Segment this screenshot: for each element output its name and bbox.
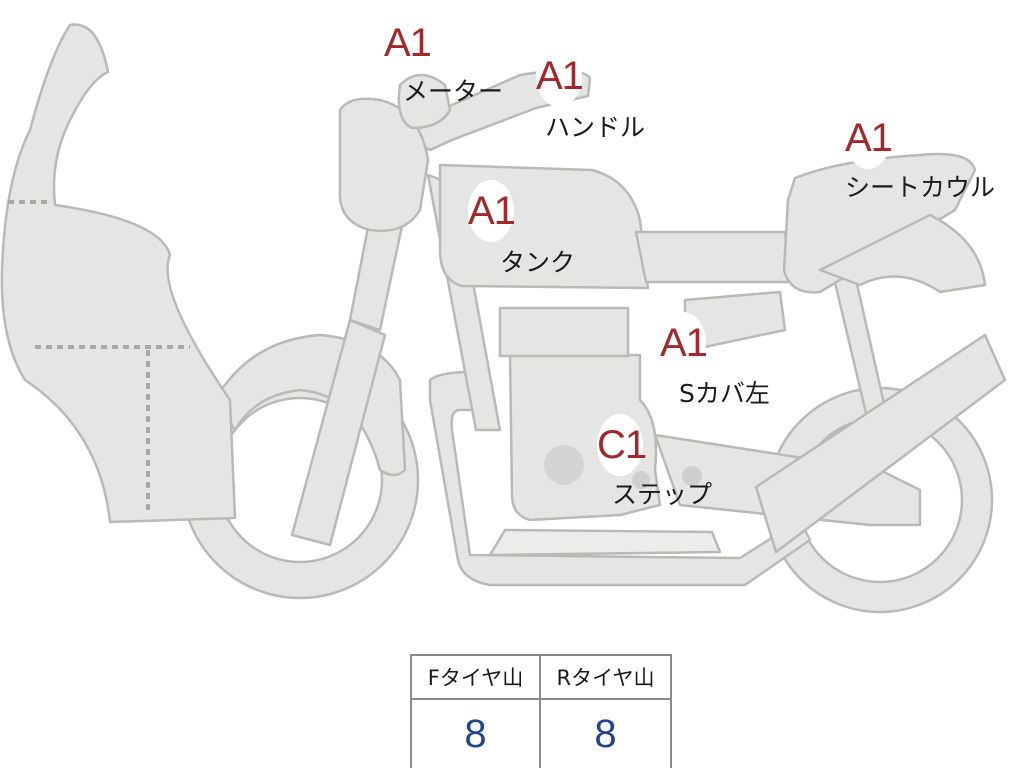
seat: [634, 230, 792, 284]
part-label-step: ステップ: [612, 480, 713, 509]
rear-fender: [818, 213, 987, 294]
step-peg-right: [682, 466, 702, 486]
grade-badge-step: C1: [597, 414, 647, 476]
fairing: [0, 23, 237, 524]
exhaust-inner: [488, 528, 722, 557]
engine: [508, 353, 662, 522]
front-tread-header: Fタイヤ山: [412, 656, 541, 700]
seat-cowl: [782, 152, 977, 294]
rear-tread-header: Rタイヤ山: [541, 656, 670, 700]
meter-cluster: [397, 73, 452, 130]
part-label-s-cover-left: Sカバ左: [679, 379, 770, 408]
engine-cover-circle: [544, 445, 584, 485]
tire-tread-table: Fタイヤ山 Rタイヤ山 8 8: [410, 654, 672, 768]
headlight: [338, 97, 430, 233]
part-label-meter: メーター: [403, 77, 504, 106]
grade-badge-meter: A1: [384, 12, 432, 74]
front-fork: [290, 318, 387, 547]
part-label-tank: タンク: [500, 248, 576, 277]
rear-shock: [754, 333, 1007, 554]
engine-head: [498, 306, 630, 358]
rear-wheel: [766, 386, 994, 614]
rear-tread-value: 8: [594, 711, 617, 756]
part-label-seat-cowl: シートカウル: [845, 173, 996, 202]
part-label-handle: ハンドル: [545, 113, 646, 142]
grade-badge-tank: A1: [468, 180, 516, 242]
front-tread-value: 8: [412, 700, 541, 768]
grade-badge-seat-cowl: A1: [845, 107, 893, 169]
grade-badge-handle: A1: [536, 45, 584, 107]
step-peg-left: [632, 471, 650, 489]
grade-badge-s-cover-left: A1: [660, 312, 708, 374]
